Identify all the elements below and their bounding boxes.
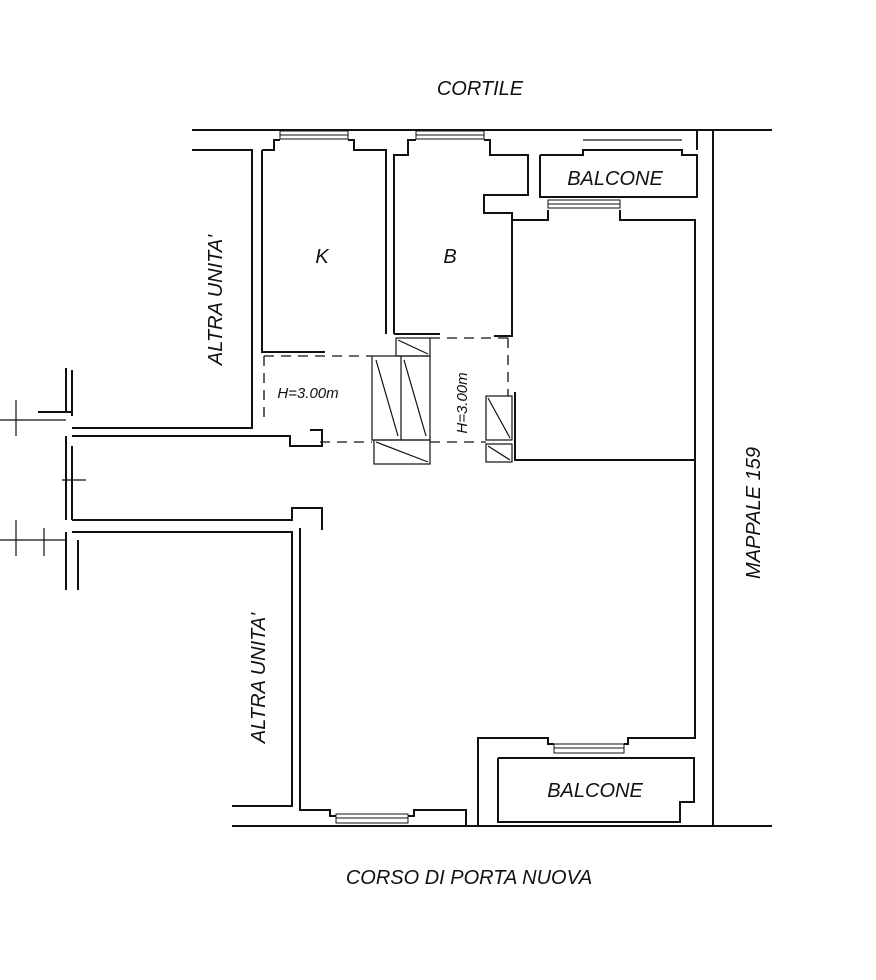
label-height-center: H=3.00m [454, 372, 471, 433]
room-b-walls [393, 139, 529, 337]
balcony-top-outline [539, 139, 698, 198]
balcony-bottom-outline [497, 757, 695, 823]
top-windows [279, 130, 621, 209]
label-altra-unita-lower: ALTRA UNITA' [248, 612, 270, 744]
stair [371, 337, 513, 465]
main-upper-room-walls [511, 210, 696, 461]
room-k-walls [261, 139, 387, 353]
label-corso-di-porta-nuova: CORSO DI PORTA NUOVA [346, 867, 592, 889]
label-room-k: K [315, 246, 330, 268]
label-height-left: H=3.00m [277, 385, 338, 402]
label-mappale-159: MAPPALE 159 [743, 447, 765, 579]
label-balcone-top: BALCONE [567, 168, 663, 190]
labels: CORTILE CORSO DI PORTA NUOVA MAPPALE 159… [205, 78, 765, 889]
label-altra-unita-upper: ALTRA UNITA' [205, 234, 227, 366]
label-room-b: B [443, 246, 456, 268]
lower-room-walls [299, 460, 696, 826]
dashed-lines [263, 337, 512, 443]
boundary-lines [192, 129, 772, 827]
left-walls [0, 149, 323, 807]
label-balcone-bottom: BALCONE [547, 780, 643, 802]
label-cortile: CORTILE [437, 78, 524, 100]
bottom-windows [335, 743, 625, 824]
